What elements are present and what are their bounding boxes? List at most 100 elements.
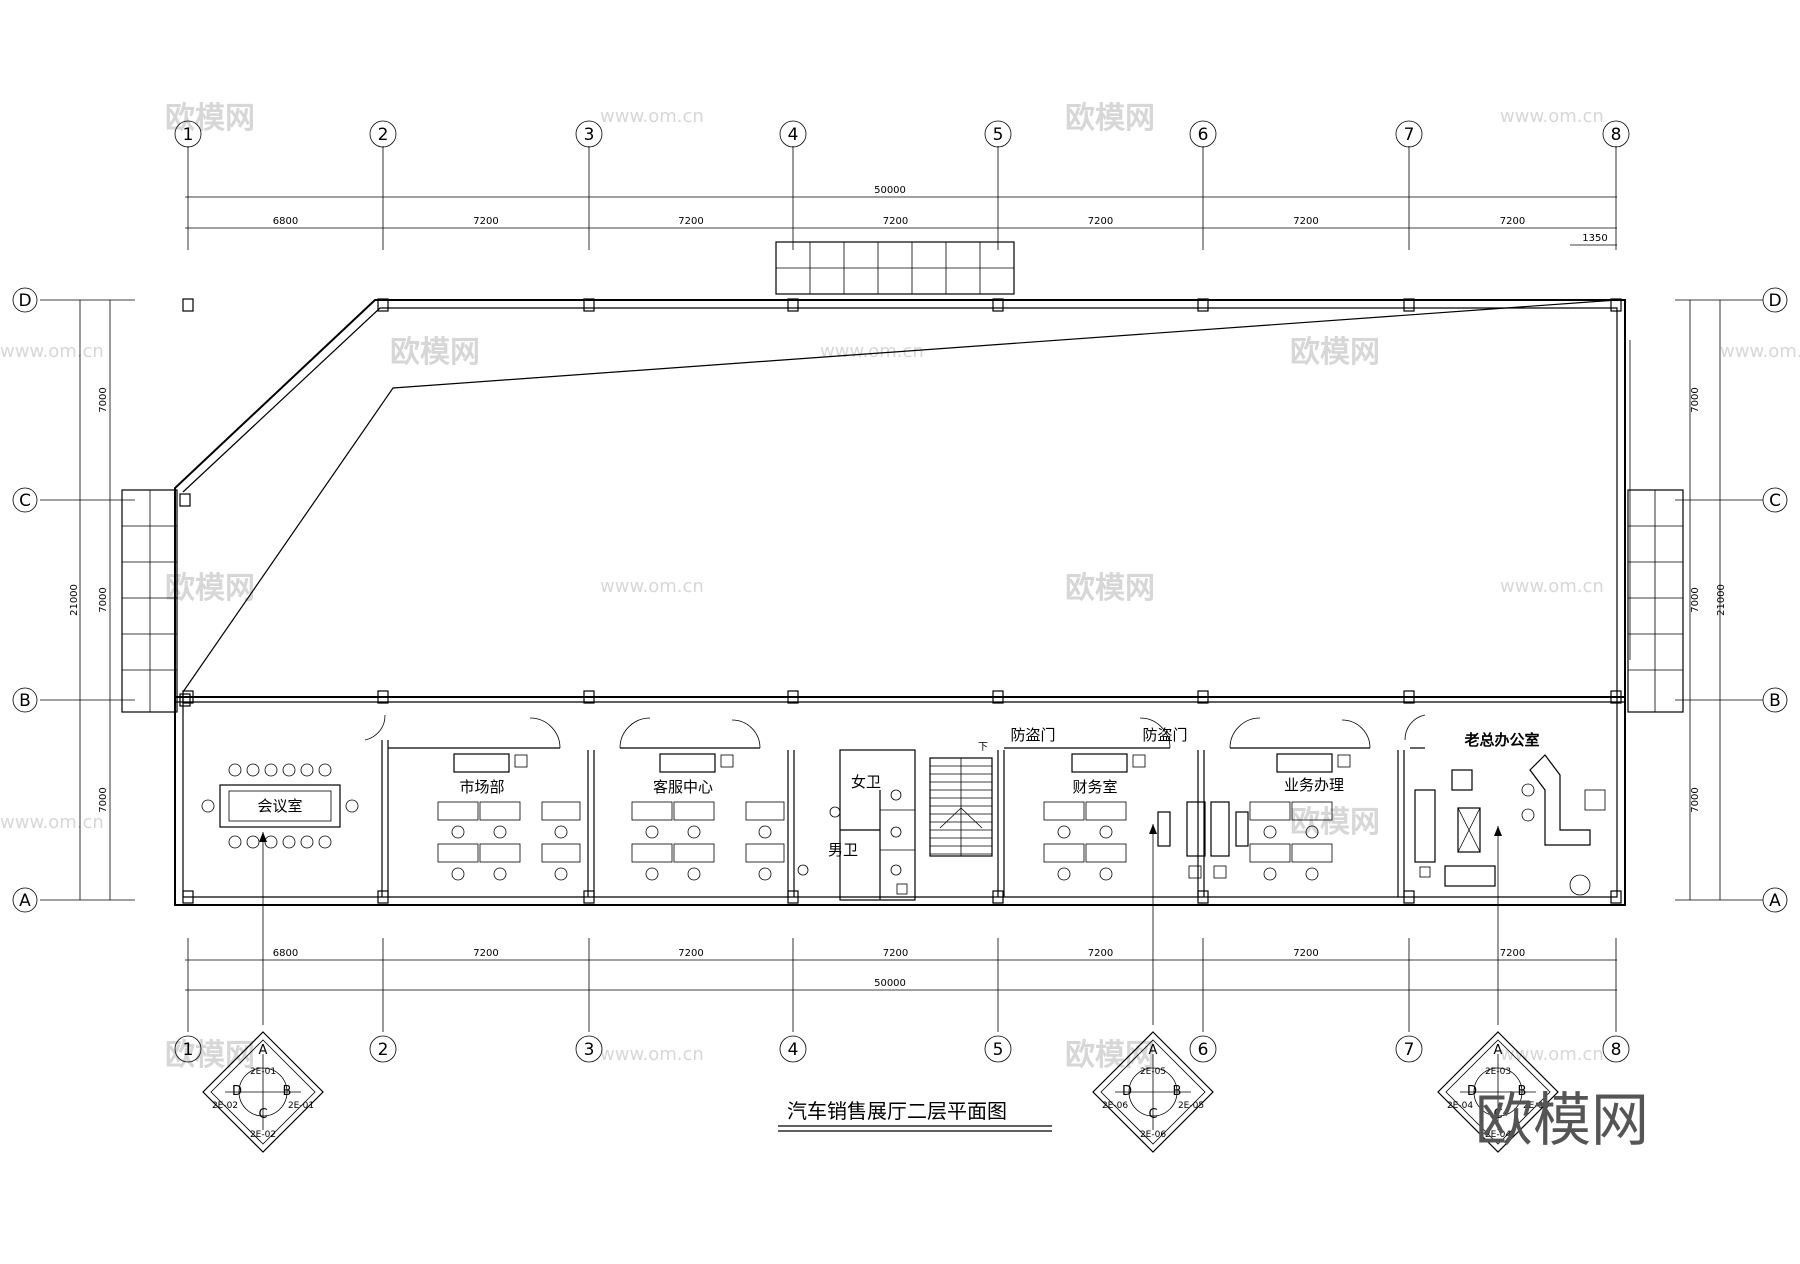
chair xyxy=(493,825,507,839)
column xyxy=(583,690,595,704)
chair xyxy=(1057,825,1071,839)
column xyxy=(1197,690,1209,704)
dim-total-bottom: 50000 xyxy=(874,978,906,989)
grid-bubble xyxy=(575,120,603,148)
room-business: 业务办理 xyxy=(1284,776,1344,794)
elevation-key-outer xyxy=(202,1031,324,1153)
grid-bubble xyxy=(369,1035,397,1063)
watermark-url: www.om.cn xyxy=(1500,576,1604,597)
grid-bubble xyxy=(575,1035,603,1063)
grid-bubble xyxy=(12,687,38,713)
column xyxy=(182,890,194,904)
desk xyxy=(631,801,673,821)
chair xyxy=(451,867,465,881)
watermark-url: www.om.cn xyxy=(1500,1044,1604,1065)
grid-bubble xyxy=(779,1035,807,1063)
room-labels: 会议室 市场部 客服中心 女卫 男卫 财务室 业务办理 老总办公室 防盗门 防盗… xyxy=(257,726,1539,859)
chair xyxy=(645,867,659,881)
column xyxy=(182,690,194,704)
watermark-url: www.om.cn xyxy=(1500,106,1604,127)
dim-bay: 7000 xyxy=(1690,587,1701,612)
desk xyxy=(1249,801,1291,821)
dim-width-right: 21000 xyxy=(1716,584,1727,616)
column xyxy=(377,298,389,312)
watermark-url: www.om.cn xyxy=(600,106,704,127)
elevation-key-label: D xyxy=(1122,1084,1132,1099)
watermark-brand: 欧模网 xyxy=(165,101,255,136)
room-meeting: 会议室 xyxy=(257,797,302,815)
grid-bubble xyxy=(1602,120,1630,148)
grid-bubble xyxy=(1395,1035,1423,1063)
top-canopy xyxy=(775,241,1015,295)
dim-offset: 1350 xyxy=(1582,233,1607,244)
watermark-brand: 欧模网 xyxy=(1290,805,1380,840)
dim-bay: 7000 xyxy=(1690,387,1701,412)
chair xyxy=(318,763,332,777)
grid-bubble xyxy=(12,887,38,913)
elevation-key-label: 2E-02 xyxy=(250,1130,276,1140)
column xyxy=(1610,890,1622,904)
grid-bubble xyxy=(12,287,38,313)
grid-bubble-label: 3 xyxy=(584,1040,595,1060)
section-callout-leaders xyxy=(259,824,1502,1025)
elevation-key-inner xyxy=(1100,1039,1206,1145)
grid-bubble xyxy=(1189,1035,1217,1063)
watermark-brand: 欧模网 xyxy=(1065,1038,1155,1073)
elevation-key-label: 2E-04 xyxy=(1485,1130,1511,1140)
elevation-key-label: A xyxy=(259,1043,268,1058)
watermark-brand: 欧模网 xyxy=(390,335,480,370)
chair xyxy=(228,835,242,849)
grid-bubble xyxy=(1189,120,1217,148)
column xyxy=(179,493,191,507)
chair xyxy=(282,763,296,777)
room-men-wc: 男卫 xyxy=(828,841,858,859)
chair xyxy=(300,763,314,777)
grid-bubble-label: A xyxy=(19,891,31,911)
watermark-url: www.om.cn xyxy=(600,1044,704,1065)
building-outline xyxy=(174,299,1631,906)
chair xyxy=(1305,867,1319,881)
desk xyxy=(673,843,715,863)
chair xyxy=(300,835,314,849)
structural-columns xyxy=(179,298,1622,904)
chair xyxy=(1099,867,1113,881)
grid-bubble xyxy=(174,120,202,148)
dim-span-label: 6800 xyxy=(273,216,298,227)
grid-bubble xyxy=(1762,887,1788,913)
watermark-url: www.om.cn xyxy=(1720,341,1800,362)
grid-bubble-label: 1 xyxy=(183,1040,194,1060)
elevation-key-label: 2E-01 xyxy=(250,1067,276,1077)
grid-bubble xyxy=(984,120,1012,148)
desk xyxy=(437,843,479,863)
elevation-key-label: 2E-01 xyxy=(288,1101,314,1111)
grid-bubble-label: 8 xyxy=(1611,1040,1622,1060)
elevation-key-label: C xyxy=(1493,1107,1502,1122)
dim-bay: 7000 xyxy=(98,787,109,812)
desk xyxy=(541,801,581,821)
grid-bubble-label: 4 xyxy=(788,1040,799,1060)
chair xyxy=(228,763,242,777)
elevation-key-label: 2E-04 xyxy=(1447,1101,1473,1111)
chair xyxy=(1305,825,1319,839)
watermark-url: www.om.cn xyxy=(600,576,704,597)
elevation-key-inner xyxy=(210,1039,316,1145)
column xyxy=(787,298,799,312)
watermark-url: www.om.cn xyxy=(0,341,104,362)
elevation-key-label: B xyxy=(1173,1084,1182,1099)
grid-bubble-label: 5 xyxy=(993,125,1004,145)
chair xyxy=(246,763,260,777)
desk xyxy=(1291,801,1333,821)
dim-span-label: 7200 xyxy=(1293,216,1318,227)
desk xyxy=(1291,843,1333,863)
grid-bubble xyxy=(1602,1035,1630,1063)
security-door-label: 防盗门 xyxy=(1010,726,1055,744)
desk xyxy=(479,843,521,863)
chair xyxy=(1263,825,1277,839)
dim-bay: 7000 xyxy=(98,587,109,612)
chair xyxy=(345,799,359,813)
room-ceo: 老总办公室 xyxy=(1463,731,1539,749)
